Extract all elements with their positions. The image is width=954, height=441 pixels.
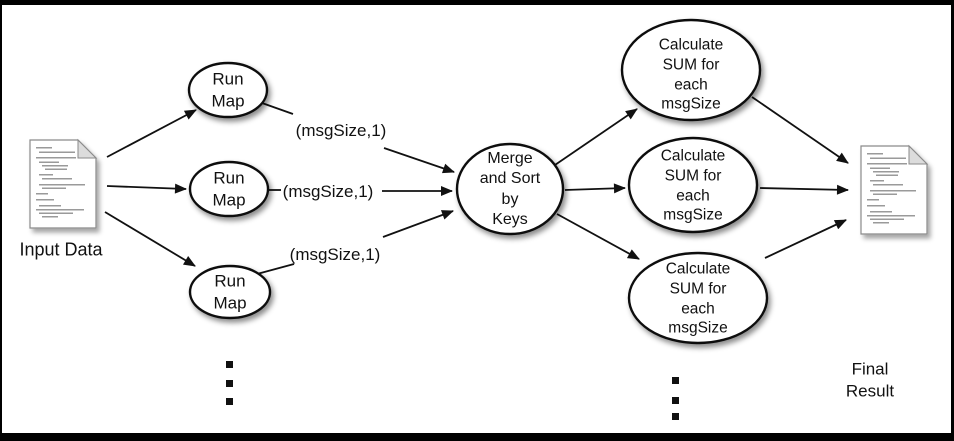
reduce-node-3-ellipse [627,251,769,345]
edge-label-3: (msgSize,1) [289,245,381,265]
edge-label-2: (msgSize,1) [282,182,374,202]
reduce-node-1-ellipse [620,18,762,122]
reduce-node-3-label: Calculate SUM for each msgSize [665,260,731,337]
edge-label-1: (msgSize,1) [295,121,387,141]
map-node-1-label: Run Map [211,69,245,110]
merge-node-label: Merge and Sort by Keys [479,150,541,229]
diagram-arrows [104,96,849,275]
ellipsis-dots-reducers [672,377,679,420]
diagram-nodes [187,18,769,345]
map-node-3-ellipse [188,264,272,320]
reduce-node-2-label: Calculate SUM for each msgSize [660,147,726,224]
reduce-node-2-ellipse [627,136,759,234]
output-document-icon [861,146,927,234]
map-node-2-label: Run Map [212,168,246,209]
final-result-label: Final Result [845,359,895,400]
map-node-1-ellipse [187,61,269,119]
map-node-3-label: Run Map [213,271,247,312]
map-node-2-ellipse [188,160,270,218]
reduce-node-1-label: Calculate SUM for each msgSize [658,36,724,113]
merge-node-ellipse [455,142,565,236]
input-data-label: Input Data [19,239,103,260]
input-document-icon [30,140,96,228]
ellipsis-dots-maps [226,361,233,405]
